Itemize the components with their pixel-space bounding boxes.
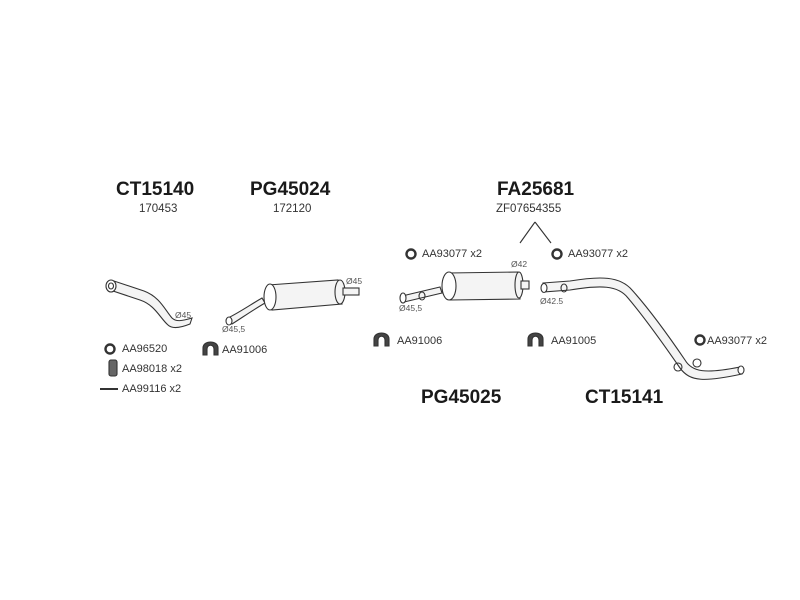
accessory-code[interactable]: AA98018 x2 (122, 363, 182, 375)
assembly-code[interactable]: CT15140 (116, 179, 195, 200)
tail-pipe-ct15141[interactable] (540, 277, 745, 380)
diameter-label: Ø45 (346, 276, 363, 286)
accessory-code[interactable]: AA93077 x2 (568, 248, 628, 260)
ring-icon (104, 343, 116, 355)
accessory-code[interactable]: AA99116 x2 (122, 383, 182, 395)
clamp-icon (373, 332, 390, 347)
ring-icon (551, 248, 563, 260)
middle-muffler-pg45024[interactable] (225, 279, 360, 326)
assembly-code[interactable]: CT15141 (585, 387, 664, 408)
oem-number: ZF07654355 (496, 203, 562, 215)
accessory-code[interactable]: AA96520 (122, 343, 168, 355)
front-pipe-ct15140[interactable] (105, 279, 193, 329)
diameter-label: Ø45,5 (399, 303, 423, 313)
diameter-label: Ø42 (511, 259, 528, 269)
rear-muffler-pg45025[interactable] (399, 271, 530, 304)
diameter-label: Ø45,5 (222, 324, 246, 334)
rubber-mount-icon (108, 359, 118, 377)
diameter-label: Ø45 (175, 310, 192, 320)
accessory-code[interactable]: AA93077 x2 (422, 248, 482, 260)
ring-icon (694, 334, 706, 346)
accessory-code[interactable]: AA91006 (222, 344, 268, 356)
assembly-code[interactable]: PG45025 (421, 387, 502, 408)
accessory-code[interactable]: AA91005 (551, 335, 597, 347)
group-connector-lines (519, 221, 552, 244)
accessory-code[interactable]: AA93077 x2 (707, 335, 767, 347)
diameter-label: Ø42.5 (540, 296, 564, 306)
clamp-icon (202, 341, 219, 356)
clamp-icon (527, 332, 544, 347)
oem-number: 172120 (273, 203, 312, 215)
ring-icon (405, 248, 417, 260)
oem-number: 170453 (139, 203, 178, 215)
assembly-code[interactable]: FA25681 (497, 179, 575, 200)
assembly-code[interactable]: PG45024 (250, 179, 331, 200)
accessory-code[interactable]: AA91006 (397, 335, 443, 347)
